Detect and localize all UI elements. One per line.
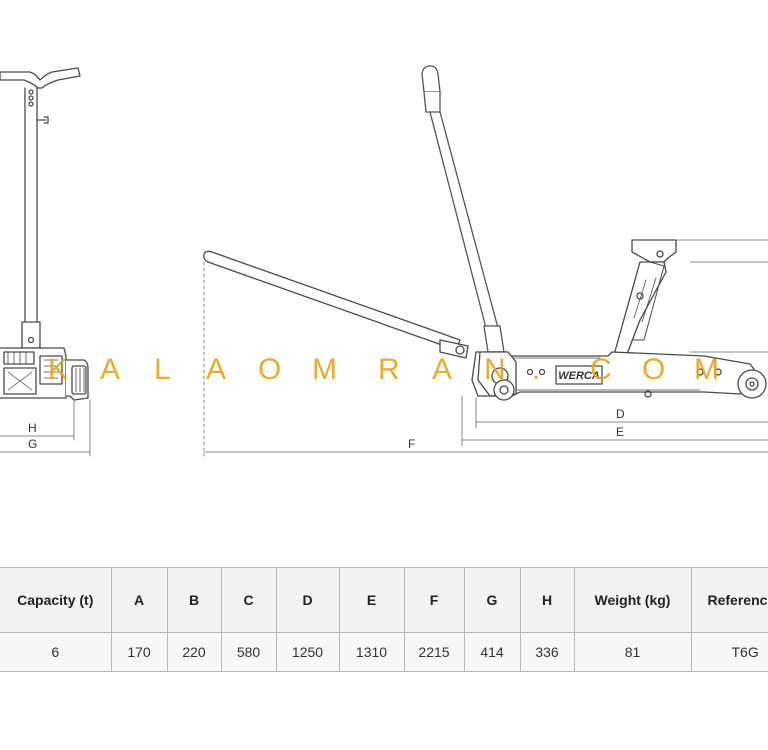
watermark-letter: C — [590, 353, 612, 386]
watermark-letter: O — [642, 353, 666, 386]
watermark-letter: R — [378, 353, 400, 386]
dimension-label-g: G — [28, 437, 37, 451]
cell-weight: 81 — [573, 632, 692, 672]
header-reference: Reference — [690, 567, 768, 633]
dimension-label-d: D — [616, 407, 625, 421]
cell-reference: T6G — [690, 632, 768, 672]
cell-a: 170 — [110, 632, 168, 672]
cell-e: 1310 — [338, 632, 405, 672]
header-a: A — [110, 567, 168, 633]
header-weight: Weight (kg) — [573, 567, 692, 633]
cell-g: 414 — [463, 632, 521, 672]
table-row: 6 170 220 580 1250 1310 2215 414 336 81 … — [0, 632, 768, 672]
watermark-letter: O — [258, 353, 282, 386]
watermark-letter: . — [532, 353, 541, 386]
header-b: B — [166, 567, 222, 633]
cell-d: 1250 — [275, 632, 340, 672]
cell-b: 220 — [166, 632, 222, 672]
dimension-label-f: F — [408, 437, 415, 451]
header-d: D — [275, 567, 340, 633]
cell-c: 580 — [220, 632, 277, 672]
watermark-letter: A — [206, 353, 227, 386]
header-g: G — [463, 567, 521, 633]
cell-f: 2215 — [403, 632, 465, 672]
watermark-letter: A — [432, 353, 453, 386]
side-view-jack — [203, 65, 768, 457]
header-capacity: Capacity (t) — [0, 567, 112, 633]
watermark: K A L A O M R A N . C O M — [0, 353, 768, 393]
watermark-letter: M — [312, 353, 337, 386]
dimension-label-e: E — [616, 425, 624, 439]
header-e: E — [338, 567, 405, 633]
watermark-letter: N — [484, 353, 506, 386]
watermark-letter: A — [100, 353, 121, 386]
specifications-table: Capacity (t) A B C D E F G H Weight (kg)… — [0, 567, 768, 672]
front-view-jack — [0, 67, 91, 457]
cell-capacity: 6 — [0, 632, 112, 672]
dimension-label-h: H — [28, 421, 37, 435]
trolley-jack-technical-drawing: WERCA H G D E F — [0, 65, 768, 457]
cell-h: 336 — [519, 632, 575, 672]
watermark-letter: M — [694, 353, 719, 386]
header-f: F — [403, 567, 465, 633]
brand-plate-text: WERCA — [558, 370, 600, 382]
table-header-row: Capacity (t) A B C D E F G H Weight (kg)… — [0, 567, 768, 633]
header-c: C — [220, 567, 277, 633]
watermark-letter: L — [154, 353, 171, 386]
header-h: H — [519, 567, 575, 633]
watermark-letter: K — [48, 353, 69, 386]
